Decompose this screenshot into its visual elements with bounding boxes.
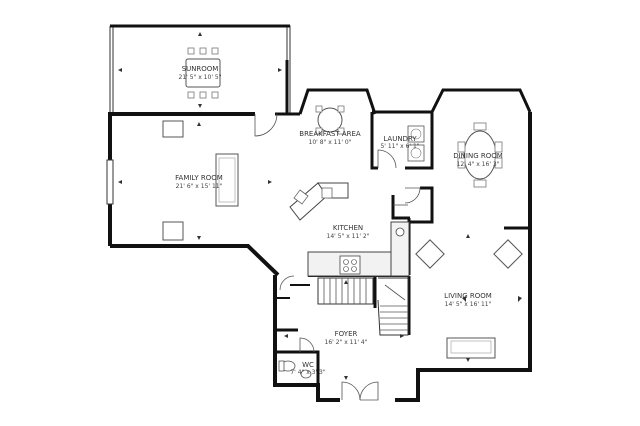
room-labels: SUNROOM 21' 5" x 10' 5" BREAKFAST AREA 1… — [175, 65, 503, 376]
family-dims: 21' 6" x 15' 11" — [176, 183, 223, 190]
foyer-dims: 16' 2" x 11' 4" — [325, 339, 368, 346]
door-swings — [254, 113, 421, 401]
laundry-name: LAUNDRY — [383, 135, 417, 143]
kitchen-fixtures — [289, 182, 410, 277]
measurement-markers — [118, 32, 522, 380]
sunroom-dining-table — [185, 47, 221, 99]
laundry-appliances — [407, 125, 425, 162]
kitchen-dims: 14' 5" x 11' 2" — [327, 233, 370, 240]
kitchen-name: KITCHEN — [333, 224, 363, 232]
living-room-furniture — [415, 239, 523, 359]
wc-name: WC — [302, 361, 314, 369]
wc-fixtures — [278, 360, 312, 379]
foyer-name: FOYER — [335, 330, 358, 338]
sunroom-dims: 21' 5" x 10' 5" — [179, 74, 222, 81]
breakfast-dims: 10' 8" x 11' 0" — [309, 139, 352, 146]
staircase — [317, 277, 409, 336]
dining-name: DINING ROOM — [453, 152, 503, 160]
wc-dims: 7' 4" x 3' 3" — [290, 369, 326, 376]
dining-table — [457, 122, 503, 188]
sunroom-name: SUNROOM — [182, 65, 219, 73]
breakfast-table — [315, 105, 345, 135]
living-dims: 14' 5" x 16' 11" — [445, 301, 492, 308]
breakfast-name: BREAKFAST AREA — [299, 130, 361, 138]
dining-dims: 12' 4" x 16' 3" — [457, 161, 500, 168]
living-name: LIVING ROOM — [444, 292, 492, 300]
sunroom-walls — [109, 24, 291, 113]
family-room-furniture — [106, 120, 239, 241]
laundry-dims: 5' 11" x 6' 1" — [380, 143, 419, 150]
family-name: FAMILY ROOM — [175, 174, 223, 182]
